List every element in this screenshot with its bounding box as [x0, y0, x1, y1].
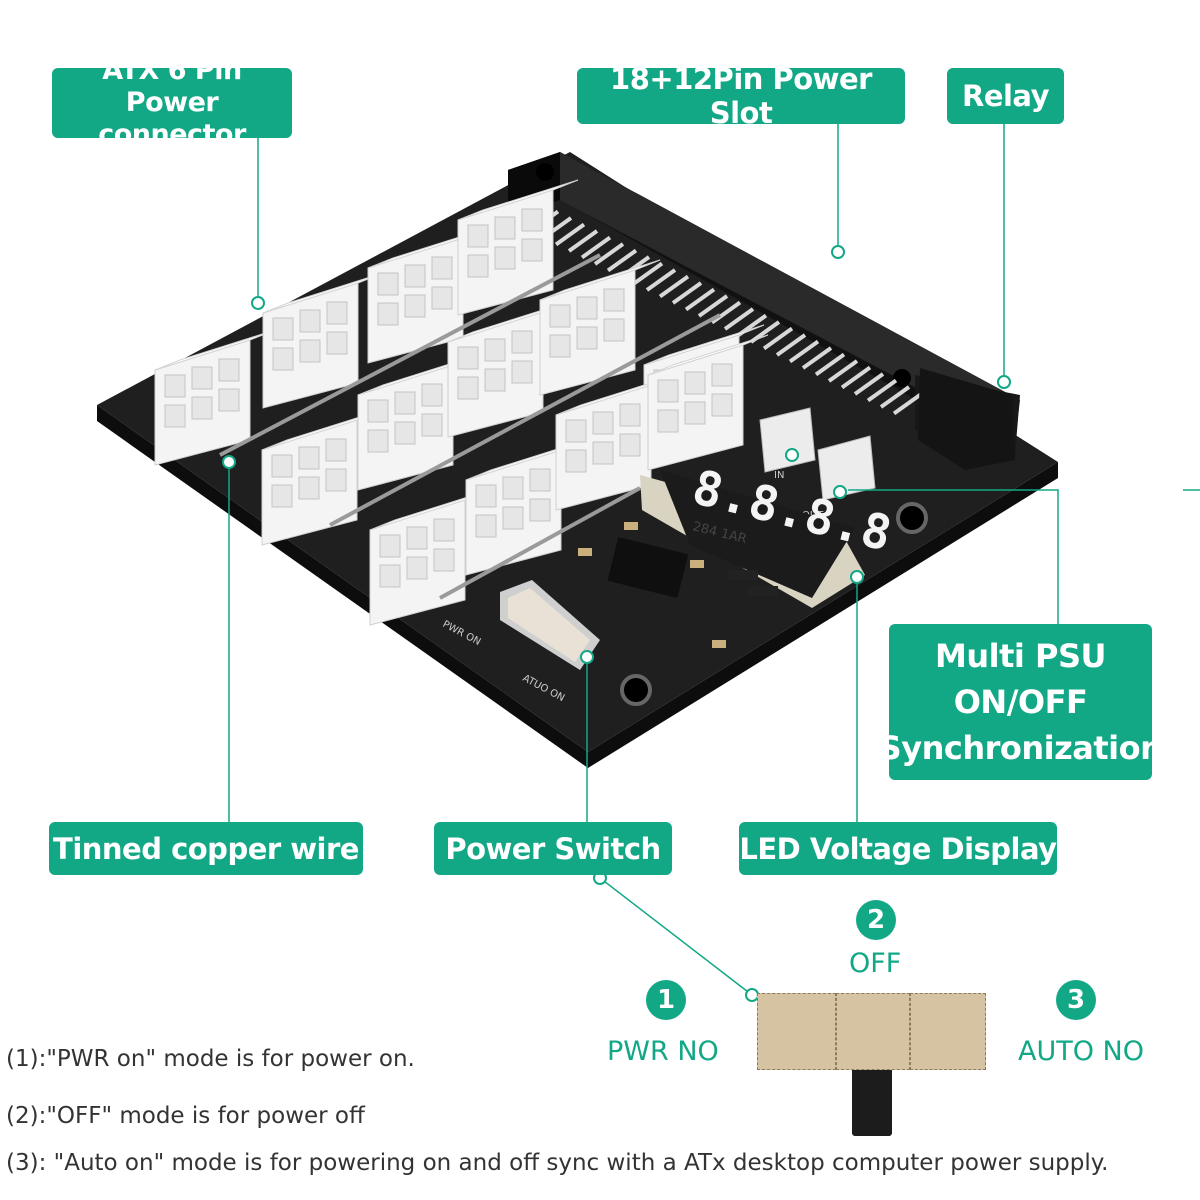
- label-multi-line3: Synchronization: [878, 729, 1163, 767]
- tinned-copper-wires: [219, 253, 721, 600]
- slot-pin: [658, 274, 690, 299]
- atx-6pin-connector: [369, 489, 491, 626]
- leader-lines: [228, 124, 1200, 996]
- slot-pin: [593, 242, 625, 266]
- slot-pin: [762, 326, 794, 351]
- label-multi-line1: Multi PSU: [935, 637, 1106, 675]
- leader-dots: [222, 245, 1011, 1002]
- slot-pin: [567, 229, 599, 253]
- atx-6pin-connector: [539, 259, 661, 396]
- slot-pin: [866, 378, 898, 403]
- label-relay: Relay: [947, 68, 1064, 124]
- switch-knob: [852, 1070, 892, 1136]
- slot-pin: [606, 248, 638, 273]
- label-atx-6pin-connector: ATX 6 Pin Power connector: [52, 55, 292, 150]
- smd-components: [578, 522, 778, 648]
- position-number-2: 2: [856, 900, 896, 940]
- slot-pin: [580, 235, 612, 260]
- sync-headers: IN OUT: [759, 407, 876, 521]
- label-atx-line1: ATX 6 Pin: [102, 55, 242, 86]
- slot-pin: [554, 222, 586, 247]
- slot-pin: [801, 346, 833, 370]
- switch-segment-3: [910, 993, 986, 1070]
- note-2: (2):"OFF" mode is for power off: [6, 1103, 365, 1129]
- label-led-voltage-display: LED Voltage Display: [739, 822, 1057, 875]
- atx-6pin-connector: [457, 179, 579, 316]
- slot-pin: [645, 268, 677, 292]
- slot-pin: [697, 294, 729, 318]
- atx-6pin-connector: [154, 329, 276, 466]
- position-number-1: 1: [646, 980, 686, 1020]
- slot-pin: [632, 261, 664, 286]
- relay: [918, 368, 1015, 470]
- ic-chip: [607, 536, 689, 599]
- slot-pin: [853, 372, 885, 396]
- slot-pin: [671, 281, 703, 305]
- note-1: (1):"PWR on" mode is for power on.: [6, 1046, 415, 1072]
- position-label-off: OFF: [849, 948, 902, 979]
- label-power-slot: 18+12Pin Power Slot: [577, 62, 905, 130]
- silk-in: IN: [774, 470, 784, 481]
- atx-6pin-connector: [555, 374, 677, 511]
- mounting-holes: [620, 502, 928, 706]
- position-label-pwr-no: PWR NO: [607, 1036, 719, 1067]
- switch-segment-2: [836, 993, 910, 1070]
- slot-pin: [879, 385, 911, 409]
- slot-pin: [814, 352, 846, 377]
- position-number-3: 3: [1056, 980, 1096, 1020]
- silk-out: OUT: [802, 510, 824, 521]
- slot-pin: [684, 287, 716, 312]
- note-3: (3): "Auto on" mode is for powering on a…: [6, 1150, 1109, 1176]
- slot-pin: [775, 333, 807, 357]
- switch-segment-1: [757, 993, 836, 1070]
- atx-6pin-connector: [647, 334, 769, 471]
- atx-6pin-connector: [447, 301, 569, 438]
- slot-pin: [827, 359, 859, 383]
- slot-pin: [723, 307, 755, 331]
- label-power-switch: Power Switch: [434, 822, 672, 875]
- label-multi-psu-sync: Multi PSU ON/OFF Synchronization: [879, 624, 1163, 780]
- label-multi-line2: ON/OFF: [953, 683, 1088, 721]
- slot-pin: [892, 391, 924, 416]
- label-tinned-copper-wire: Tinned copper wire: [49, 822, 363, 875]
- atx-6pin-connector: [261, 409, 383, 546]
- slot-pin: [840, 365, 872, 390]
- atx-6pin-connectors: [154, 179, 769, 626]
- board-edge: [97, 405, 1058, 768]
- slot-pin: [710, 300, 742, 325]
- position-label-auto-no: AUTO NO: [1018, 1036, 1145, 1067]
- slot-pin: [788, 339, 820, 364]
- label-atx-line2: Power connector: [98, 87, 246, 150]
- atx-6pin-connector: [262, 272, 384, 409]
